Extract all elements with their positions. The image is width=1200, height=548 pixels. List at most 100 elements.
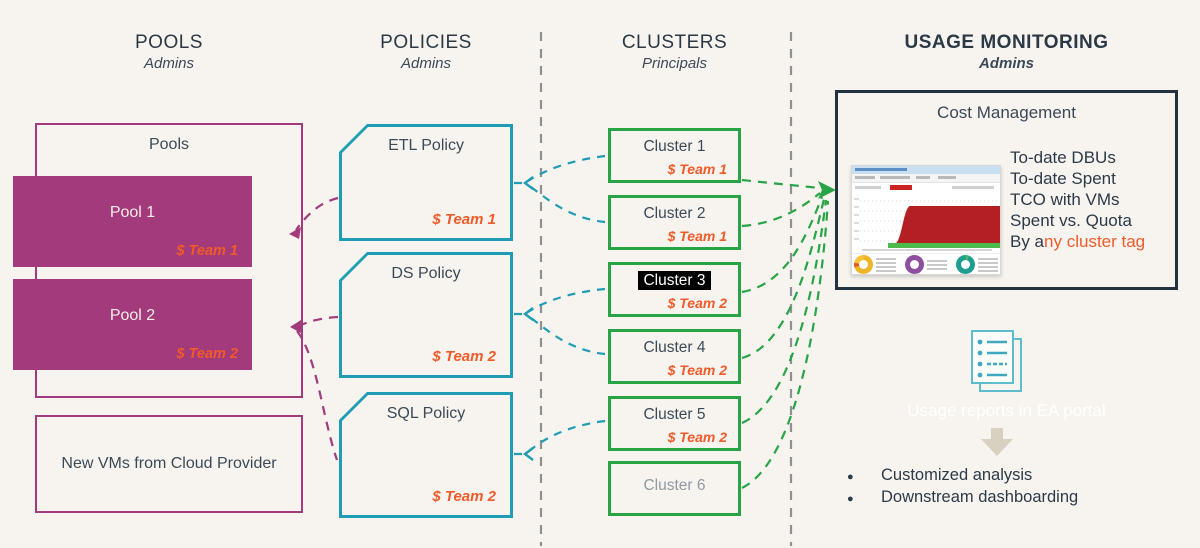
cost-metrics-list: To-date DBUs To-date Spent TCO with VMs … bbox=[1010, 147, 1145, 252]
cluster3-to-usage-connector bbox=[741, 196, 824, 294]
cluster-6-node: Cluster 6 bbox=[608, 461, 741, 516]
cluster-6-label: Cluster 6 bbox=[643, 477, 706, 494]
cluster-1-node: Cluster 1 $ Team 1 bbox=[608, 128, 741, 183]
dashboard-titlebar-text bbox=[855, 168, 907, 171]
dashboard-x-axis bbox=[852, 248, 1000, 254]
metric-to-date-spent: To-date Spent bbox=[1010, 169, 1116, 188]
cluster-2-label: Cluster 2 bbox=[643, 205, 706, 222]
etl-policy-label: ETL Policy bbox=[388, 137, 464, 154]
metric-by-prefix: By a bbox=[1010, 232, 1045, 251]
donut-purple-legend bbox=[927, 259, 947, 270]
sql-policy-label: SQL Policy bbox=[386, 405, 466, 422]
bullet-downstream-dashboarding: Downstream dashboarding bbox=[845, 486, 1185, 510]
pool-1-label: Pool 1 bbox=[109, 204, 156, 221]
usage-area-chart bbox=[852, 193, 1000, 248]
pool-2-label: Pool 2 bbox=[109, 307, 156, 324]
cluster-5-team-tag: $ Team 2 bbox=[667, 429, 727, 445]
cluster-3-highlighted-text: Cluster 3 bbox=[638, 271, 711, 290]
cluster-2-team-tag: $ Team 1 bbox=[667, 228, 727, 244]
cluster-4-team-tag: $ Team 2 bbox=[667, 362, 727, 378]
sql-to-pool2-connector bbox=[296, 330, 339, 461]
cluster-1-team-tag: $ Team 1 bbox=[667, 161, 727, 177]
clusters-column-header: CLUSTERS Principals bbox=[608, 32, 741, 72]
donut-chart-yellow bbox=[854, 255, 896, 274]
cost-dashboard-thumbnail bbox=[851, 165, 1001, 275]
usage-subtitle: Admins bbox=[978, 55, 1034, 72]
ds-to-pool2-connector bbox=[297, 315, 339, 328]
cluster-5-node: Cluster 5 $ Team 2 bbox=[608, 396, 741, 451]
donut-teal-legend bbox=[978, 257, 998, 272]
ds-policy-team-tag: $ Team 2 bbox=[432, 348, 496, 365]
pool-1-team-tag: $ Team 1 bbox=[176, 243, 238, 259]
policies-subtitle: Admins bbox=[400, 55, 452, 72]
usage-column-header: USAGE MONITORING Admins bbox=[835, 32, 1178, 72]
cluster-5-label: Cluster 5 bbox=[643, 406, 706, 423]
ea-portal-caption: Usage reports in EA portal bbox=[907, 401, 1106, 420]
cluster2-to-usage-connector bbox=[741, 192, 821, 228]
green-baseline-strip bbox=[888, 243, 1000, 248]
pools-container-label: Pools bbox=[148, 136, 190, 153]
dashboard-titlebar bbox=[852, 166, 1000, 174]
cluster4-to-usage-connector bbox=[741, 198, 826, 360]
metric-to-date-dbus: To-date DBUs bbox=[1010, 148, 1116, 167]
toolbar-item bbox=[855, 176, 875, 179]
bullet-dots bbox=[977, 339, 983, 378]
cluster6-to-usage-connector bbox=[741, 200, 830, 489]
cluster5-to-usage-connector bbox=[741, 199, 828, 425]
metric-tco-with-vms: TCO with VMs bbox=[1010, 190, 1120, 209]
donut-chart-teal bbox=[956, 255, 998, 274]
cluster2-to-etl-connector bbox=[527, 184, 606, 224]
etl-policy-fill bbox=[342, 127, 510, 238]
sql-policy-fill bbox=[342, 395, 510, 515]
new-vms-label: New VMs from Cloud Provider bbox=[61, 455, 277, 472]
cluster-1-label: Cluster 1 bbox=[643, 138, 706, 155]
dashboard-donut-row bbox=[852, 254, 1000, 275]
donut-chart-purple bbox=[905, 255, 947, 274]
info-text bbox=[952, 186, 994, 189]
cluster-2-node: Cluster 2 $ Team 1 bbox=[608, 195, 741, 250]
pool-1-node: Pool 1 $ Team 1 bbox=[13, 176, 252, 267]
donut-yellow bbox=[854, 255, 873, 274]
policies-title: POLICIES bbox=[380, 32, 472, 53]
x-axis-ticks bbox=[862, 249, 992, 251]
donut-purple bbox=[905, 255, 924, 274]
etl-policy-team-tag: $ Team 1 bbox=[432, 211, 496, 228]
usage-report-document-icon bbox=[971, 330, 1022, 392]
sql-arrowhead bbox=[523, 447, 534, 461]
cluster5-to-sql-connector bbox=[527, 419, 606, 453]
cluster-3-label: Cluster 3 bbox=[611, 271, 738, 290]
dashboard-inforow bbox=[852, 183, 1000, 193]
ds-policy-fill bbox=[342, 255, 510, 375]
red-usage-area bbox=[894, 206, 1000, 244]
toolbar-item bbox=[916, 176, 930, 179]
usage-arrowhead bbox=[818, 181, 836, 199]
cluster-4-label: Cluster 4 bbox=[643, 339, 706, 356]
pools-column-header: POOLS Admins bbox=[35, 32, 303, 72]
cluster-4-node: Cluster 4 $ Team 2 bbox=[608, 329, 741, 384]
ds-policy-node: DS Policy $ Team 2 bbox=[339, 252, 513, 378]
etl-policy-node: ETL Policy $ Team 1 bbox=[339, 124, 513, 241]
cost-management-box: Cost Management bbox=[835, 90, 1178, 290]
bullet-lines bbox=[987, 340, 1007, 377]
cluster-3-team-tag: $ Team 2 bbox=[667, 295, 727, 311]
clusters-title: CLUSTERS bbox=[621, 32, 728, 53]
bullet-customized-analysis: Customized analysis bbox=[845, 464, 1185, 488]
dashboard-toolbar bbox=[852, 174, 1000, 183]
clusters-subtitle: Principals bbox=[641, 55, 708, 72]
usage-title: USAGE MONITORING bbox=[904, 32, 1109, 53]
new-vms-node: New VMs from Cloud Provider bbox=[35, 415, 303, 513]
pools-subtitle: Admins bbox=[143, 55, 195, 72]
sql-policy-node: SQL Policy $ Team 2 bbox=[339, 392, 513, 518]
ds-arrowhead bbox=[523, 307, 534, 321]
pools-title: POOLS bbox=[135, 32, 203, 53]
cluster1-to-usage-connector bbox=[741, 178, 821, 190]
downstream-bullet-list: Customized analysis Downstream dashboard… bbox=[845, 464, 1185, 510]
down-arrow-icon bbox=[981, 428, 1013, 456]
metric-spent-vs-quota: Spent vs. Quota bbox=[1010, 211, 1132, 230]
ds-policy-label: DS Policy bbox=[391, 265, 461, 282]
donut-teal bbox=[956, 255, 975, 274]
etl-arrowhead bbox=[523, 176, 534, 190]
cost-figure-red-text bbox=[890, 185, 912, 190]
toolbar-item bbox=[880, 176, 910, 179]
